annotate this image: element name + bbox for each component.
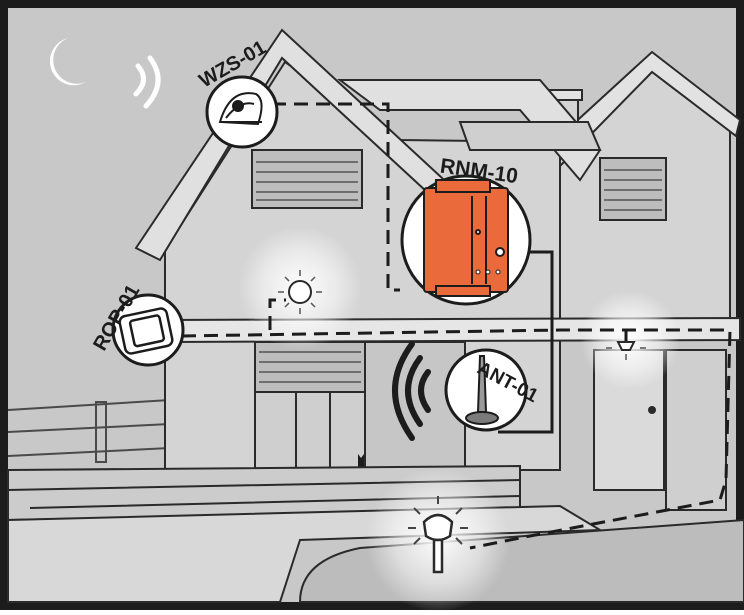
relay-module-icon <box>424 180 508 296</box>
